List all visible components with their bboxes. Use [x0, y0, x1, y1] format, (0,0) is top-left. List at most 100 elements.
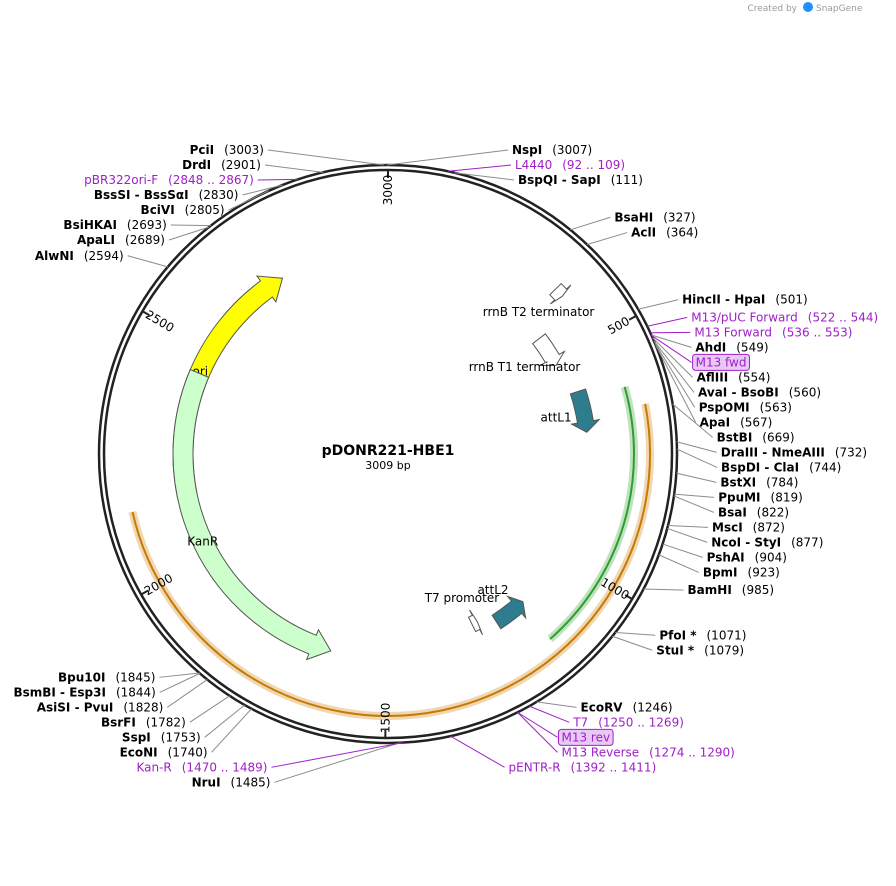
leader-m13-reverse: [517, 712, 558, 753]
site-text: DrdI(2901): [182, 158, 261, 172]
site-label-apai[interactable]: ApaI(567): [700, 415, 773, 429]
feature-attl2[interactable]: [491, 595, 527, 630]
site-label-ppumi[interactable]: PpuMI(819): [718, 490, 803, 504]
site-label-bpu10i[interactable]: Bpu10I(1845): [58, 670, 155, 684]
site-label-ahdi[interactable]: AhdI(549): [695, 340, 768, 354]
site-label-bsihkai[interactable]: BsiHKAI(2693): [63, 218, 166, 232]
primer-label-kan-r[interactable]: Kan-R (1470 .. 1489): [136, 760, 267, 774]
primer-label-m13-forward[interactable]: M13 Forward(536 .. 553): [694, 325, 852, 339]
leader-ncoi-styi: [667, 527, 708, 543]
site-position: (364): [666, 226, 698, 240]
primer-label-l4440[interactable]: L4440(92 .. 109): [515, 158, 625, 172]
site-label-afliii[interactable]: AflIII(554): [697, 370, 771, 384]
leader-bpmi: [658, 554, 700, 573]
site-label-bamhi[interactable]: BamHI(985): [688, 583, 775, 597]
site-text: PspOMI(563): [699, 400, 792, 414]
site-text: pBR322ori-F (2848 .. 2867): [84, 173, 254, 187]
site-label-pcii[interactable]: PciI(3003): [190, 143, 264, 157]
site-position: (1071): [707, 628, 747, 642]
primer-label-m13-reverse[interactable]: M13 Reverse(1274 .. 1290): [561, 745, 734, 759]
site-label-pshai[interactable]: PshAI(904): [707, 550, 787, 564]
feature-label-attl1: attL1: [541, 411, 572, 425]
site-name: T7: [572, 715, 588, 729]
feature-t7-promoter[interactable]: [467, 609, 484, 636]
primer-label-m13-rev[interactable]: M13 rev: [557, 728, 614, 746]
site-label-bsmbi-esp3i[interactable]: BsmBI - Esp3I(1844): [13, 685, 155, 699]
site-position: (327): [663, 210, 695, 224]
site-label-nspi[interactable]: NspI(3007): [512, 143, 592, 157]
site-text: PfoI *(1071): [659, 628, 746, 642]
site-position: (536 .. 553): [782, 325, 852, 339]
primer-label-t7[interactable]: T7(1250 .. 1269): [572, 715, 684, 729]
primer-label-pbr322ori-f[interactable]: pBR322ori-F (2848 .. 2867): [84, 173, 254, 187]
site-label-alwni[interactable]: AlwNI(2594): [35, 249, 124, 263]
site-position: (822): [757, 505, 789, 519]
primer-label-m13-puc-forward[interactable]: M13/pUC Forward(522 .. 544): [691, 310, 878, 324]
site-name: AhdI: [695, 340, 726, 354]
leader-bspqi-sapi: [454, 172, 515, 181]
site-label-pspomi[interactable]: PspOMI(563): [699, 400, 792, 414]
site-label-bstxi[interactable]: BstXI(784): [720, 475, 798, 489]
site-name: HincII - HpaI: [682, 293, 765, 307]
site-label-ncoi-styi[interactable]: NcoI - StyI(877): [711, 535, 823, 549]
site-position: (1470 .. 1489): [182, 760, 268, 774]
site-label-bsssi-bsss-i[interactable]: BssSI - BssSαI(2830): [94, 188, 239, 202]
site-name: pBR322ori-F: [84, 173, 158, 187]
primer-label-m13-fwd[interactable]: M13 fwd: [692, 353, 750, 371]
leader-m13-rev: [517, 711, 558, 738]
site-label-bsahi[interactable]: BsaHI(327): [614, 210, 695, 224]
site-label-pfoi[interactable]: PfoI *(1071): [659, 628, 746, 642]
site-label-avai-bsobi[interactable]: AvaI - BsoBI(560): [698, 385, 821, 399]
site-label-bspqi-sapi[interactable]: BspQI - SapI(111): [518, 173, 643, 187]
feature-attl1[interactable]: [569, 388, 601, 433]
site-label-sspi[interactable]: SspI(1753): [122, 730, 201, 744]
site-name: BstBI: [717, 430, 753, 444]
site-name: Kan-R: [136, 760, 171, 774]
site-label-asisi-pvui[interactable]: AsiSI - PvuI(1828): [37, 700, 164, 714]
leader-m13-puc-forward: [647, 316, 688, 327]
site-label-msci[interactable]: MscI(872): [712, 520, 785, 534]
site-label-bcivi[interactable]: BciVI(2805): [141, 203, 225, 217]
site-label-acli[interactable]: AclI(364): [631, 226, 698, 240]
site-label-nrui[interactable]: NruI(1485): [192, 775, 271, 789]
site-label-drdi[interactable]: DrdI(2901): [182, 158, 261, 172]
feature-kanr[interactable]: [172, 368, 332, 661]
leader-bsrfi: [189, 695, 231, 723]
site-text: HincII - HpaI(501): [682, 293, 808, 307]
site-label-draiii-nmeaiii[interactable]: DraIII - NmeAIII(732): [721, 445, 867, 459]
leader-pbr322ori-f: [257, 178, 298, 181]
leader-alwni: [127, 255, 168, 268]
site-label-bstbi[interactable]: BstBI(669): [717, 430, 795, 444]
site-position: (563): [760, 400, 792, 414]
site-position: (2848 .. 2867): [168, 173, 254, 187]
primer-label-pentr-r[interactable]: pENTR-R(1392 .. 1411): [509, 760, 657, 774]
site-label-ecorv[interactable]: EcoRV(1246): [581, 700, 673, 714]
leader-bsahi: [570, 216, 611, 231]
site-position: (2693): [127, 218, 167, 232]
site-label-bspdi-clai[interactable]: BspDI - ClaI(744): [721, 460, 841, 474]
site-label-apali[interactable]: ApaLI(2689): [77, 233, 165, 247]
site-text: MscI(872): [712, 520, 785, 534]
site-text: AvaI - BsoBI(560): [698, 385, 821, 399]
site-label-econi[interactable]: EcoNI(1740): [120, 745, 208, 759]
primer-box: [692, 353, 750, 371]
site-label-bsrfi[interactable]: BsrFI(1782): [101, 715, 186, 729]
site-text: BsaHI(327): [614, 210, 695, 224]
site-label-hincii-hpai[interactable]: HincII - HpaI(501): [682, 293, 808, 307]
site-position: (567): [740, 415, 772, 429]
site-leader-lines: [127, 149, 718, 783]
feature-label-kanr: KanR: [187, 535, 218, 549]
site-text: BssSI - BssSαI(2830): [94, 188, 239, 202]
site-label-bsai[interactable]: BsaI(822): [718, 505, 789, 519]
site-text: ApaLI(2689): [77, 233, 165, 247]
site-label-stui[interactable]: StuI *(1079): [656, 643, 744, 657]
site-label-bpmi[interactable]: BpmI(923): [703, 565, 780, 579]
feature-rrnb-t2-terminator[interactable]: [549, 282, 572, 305]
site-name: M13 Reverse: [561, 745, 639, 759]
site-text: NspI(3007): [512, 143, 592, 157]
feature-rrnb-t1-terminator[interactable]: [531, 333, 566, 367]
site-position: (554): [738, 370, 770, 384]
site-position: (877): [791, 535, 823, 549]
